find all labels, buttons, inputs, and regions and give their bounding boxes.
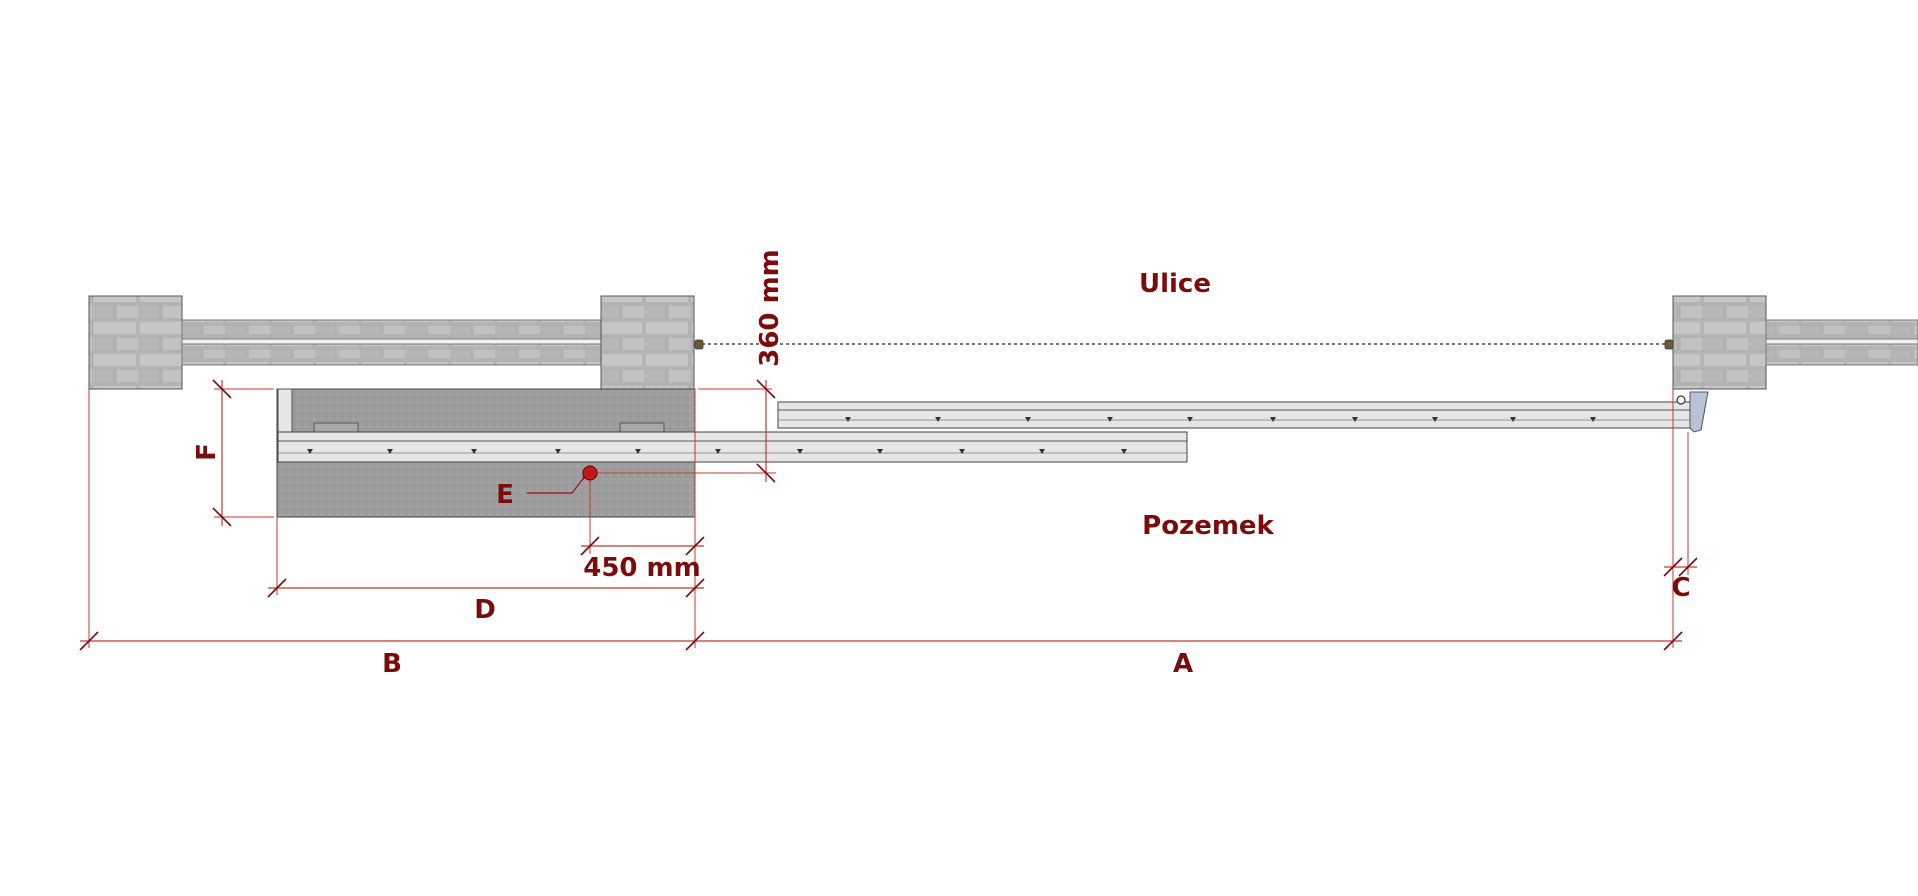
left-fence [88, 295, 695, 390]
dimension-450 [580, 475, 705, 556]
dimension-b-label: B [382, 649, 402, 679]
dimension-c [1663, 430, 1698, 577]
dimension-a-label: A [1173, 649, 1193, 679]
dimension-d [267, 517, 705, 598]
dimension-360 [592, 379, 776, 483]
right-pillar [1672, 295, 1767, 390]
bracket-left [313, 422, 359, 433]
photocell-beam [694, 339, 1674, 350]
dimension-d-label: D [474, 595, 496, 625]
gate-open-wheels [307, 449, 1127, 454]
gate-closed-position [777, 391, 1709, 433]
property-label: Pozemek [1142, 511, 1274, 541]
offset-360-label: 360 mm [755, 249, 785, 367]
right-wall-rail [1765, 338, 1918, 345]
gate-hinge [1676, 395, 1686, 405]
bracket-right [619, 422, 665, 433]
gate-catcher [1689, 391, 1709, 433]
motor-position-marker [582, 465, 598, 481]
point-e-label: E [496, 480, 514, 510]
street-label: Ulice [1139, 269, 1211, 299]
gate-open-position [277, 431, 1188, 463]
dimension-f [212, 379, 274, 527]
photocell-right [1664, 339, 1674, 350]
dimension-f-label: F [192, 443, 222, 461]
point-e [527, 465, 598, 494]
dimension-c-label: C [1671, 573, 1690, 603]
left-pillar [88, 295, 183, 390]
photocell-left [694, 339, 704, 350]
left-wall-rail [181, 338, 602, 345]
offset-450-label: 450 mm [583, 553, 701, 583]
center-pillar [600, 295, 695, 390]
right-fence [1672, 295, 1918, 390]
gate-closed-wheels [845, 417, 1596, 422]
